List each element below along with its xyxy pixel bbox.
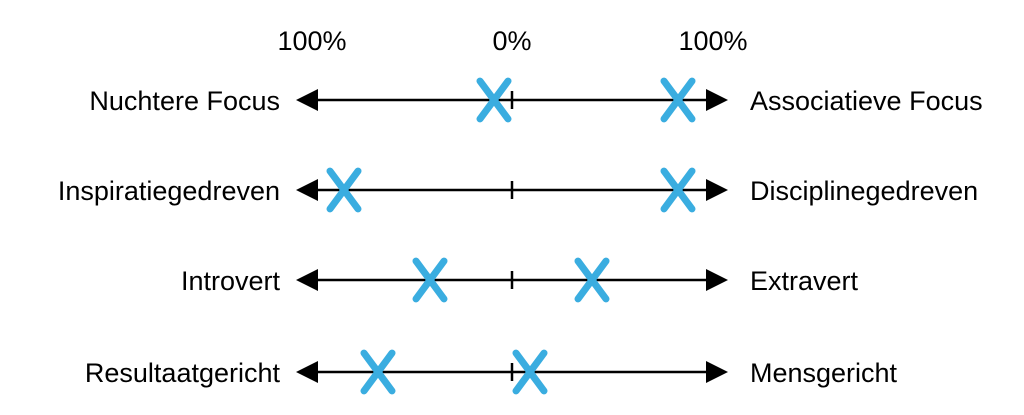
scale-left-label: 100%	[277, 26, 346, 56]
axis-left-label: Inspiratiegedreven	[58, 176, 280, 206]
arrow-right-icon	[706, 179, 728, 201]
axis-left-label: Nuchtere Focus	[89, 86, 280, 116]
arrow-right-icon	[706, 89, 728, 111]
axis-right-label: Disciplinegedreven	[750, 176, 978, 206]
axis-right-label: Associatieve Focus	[750, 86, 983, 116]
scale-right-label: 100%	[678, 26, 747, 56]
x-mark-stroke	[412, 257, 448, 303]
x-mark-icon	[412, 257, 448, 303]
scale-center-label: 0%	[492, 26, 531, 56]
x-mark-icon	[574, 257, 610, 303]
axis-left-label: Resultaatgericht	[85, 358, 281, 388]
x-mark-stroke	[660, 77, 696, 123]
x-mark-stroke	[326, 167, 362, 213]
axis-row: Nuchtere Focus Associatieve Focus	[89, 77, 983, 123]
x-mark-icon	[326, 167, 362, 213]
arrow-right-icon	[706, 361, 728, 383]
x-mark-stroke	[476, 77, 512, 123]
x-mark-icon	[512, 349, 548, 395]
axis-right-label: Extravert	[750, 266, 859, 296]
axis-row: Resultaatgericht Mensgericht	[85, 349, 898, 395]
x-mark-stroke	[512, 349, 548, 395]
axis-row: Introvert Extravert	[181, 257, 859, 303]
x-mark-stroke	[660, 167, 696, 213]
arrow-left-icon	[296, 269, 318, 291]
x-mark-stroke	[360, 349, 396, 395]
x-mark-icon	[476, 77, 512, 123]
axis-right-label: Mensgericht	[750, 358, 898, 388]
arrow-left-icon	[296, 89, 318, 111]
axis-row: Inspiratiegedreven Disciplinegedreven	[58, 167, 978, 213]
axis-rows: Nuchtere Focus Associatieve FocusInspirat…	[58, 77, 983, 395]
axis-left-label: Introvert	[181, 266, 281, 296]
x-mark-icon	[360, 349, 396, 395]
x-mark-icon	[660, 167, 696, 213]
arrow-right-icon	[706, 269, 728, 291]
arrow-left-icon	[296, 361, 318, 383]
arrow-left-icon	[296, 179, 318, 201]
x-mark-stroke	[574, 257, 610, 303]
x-mark-icon	[660, 77, 696, 123]
